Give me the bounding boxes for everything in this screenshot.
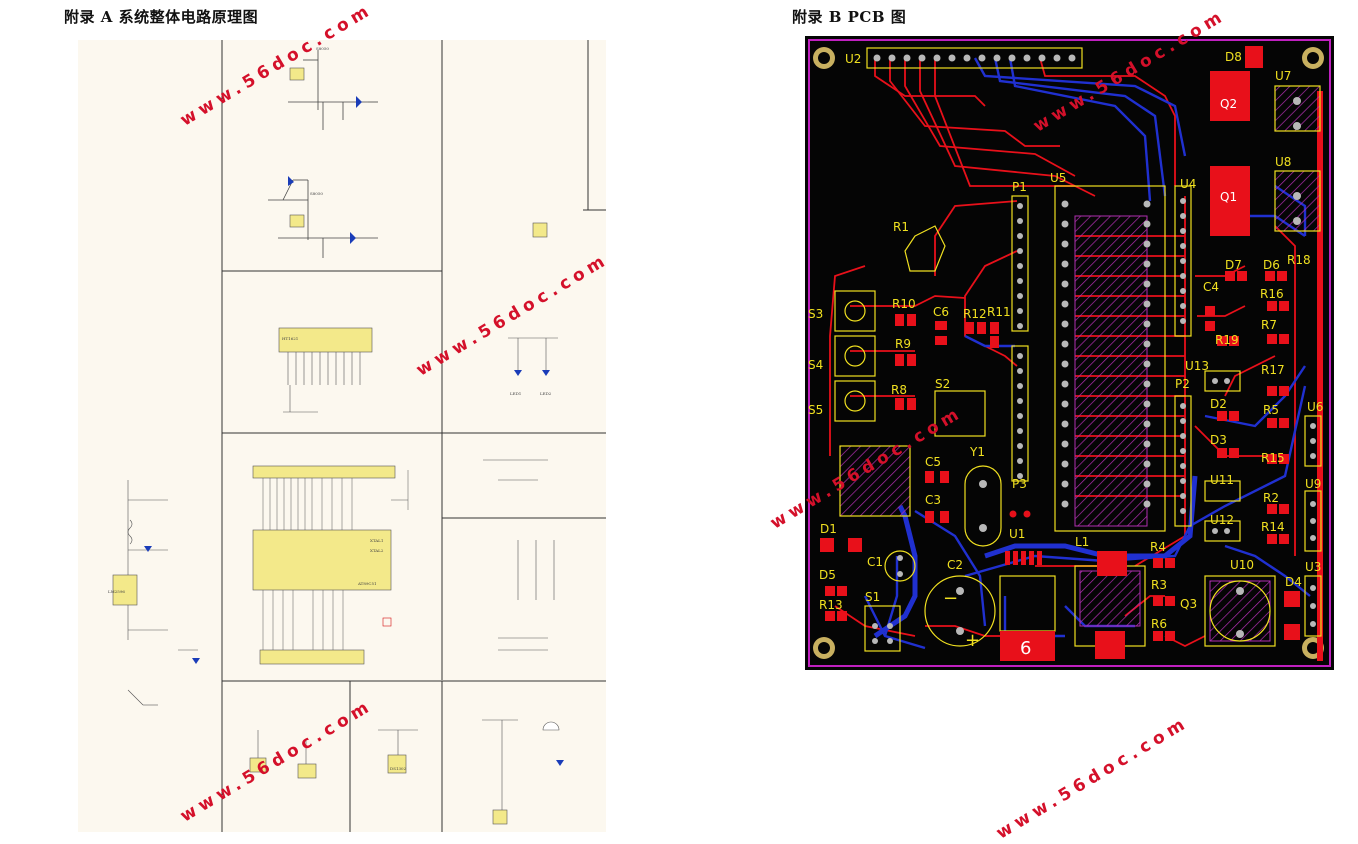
pcb-label: R7 [1261,318,1277,332]
pcb-label: U4 [1180,177,1196,191]
pcb-label: D3 [1210,433,1227,447]
capacitor-polarity-plus: + [965,630,980,651]
pcb-label: Y1 [969,445,985,459]
pcb-label: S2 [935,377,950,391]
pcb-label: C4 [1203,280,1219,294]
pcb-label: R13 [819,598,843,612]
pcb-label: R10 [892,297,916,311]
pcb-label: D7 [1225,258,1242,272]
pcb-label: U12 [1210,513,1234,527]
pcb-label: U6 [1307,400,1323,414]
pcb-label: Q3 [1180,597,1197,611]
pcb-layout-diagram: 6 [805,36,1334,670]
pcb-label: S5 [808,403,823,417]
pcb-label: R14 [1261,520,1285,534]
schematic-label: S8050 [316,46,329,51]
capacitor-polarity-minus: − [943,588,958,609]
pcb-label: L1 [1075,535,1089,549]
pcb-label: R4 [1150,540,1166,554]
pcb-label: Q1 [1220,190,1237,204]
pcb-label: C2 [947,558,963,572]
schematic-label: HT1621 [282,336,298,341]
pcb-label: R6 [1151,617,1167,631]
pcb-label: C3 [925,493,941,507]
pcb-label: D6 [1263,258,1280,272]
schematic-label: XTAL1 [370,538,383,543]
pcb-label: U2 [845,52,861,66]
pcb-label: U1 [1009,527,1025,541]
pcb-label: S1 [865,590,880,604]
pcb-label: S4 [808,358,823,372]
pcb-label: R5 [1263,403,1279,417]
pcb-label: P2 [1175,377,1190,391]
pcb-label: U5 [1050,171,1066,185]
pcb-label: U10 [1230,558,1254,572]
schematic-label: DS1302 [390,766,407,771]
pcb-label: R18 [1287,253,1311,267]
pcb-label: D8 [1225,50,1242,64]
pcb-label: C5 [925,455,941,469]
pcb-label: Q2 [1220,97,1237,111]
schematic-label: XTAL2 [370,548,384,553]
pcb-label: R8 [891,383,907,397]
pcb-label: U13 [1185,359,1209,373]
pcb-label: R11 [987,305,1011,319]
pcb-label: D5 [819,568,836,582]
pcb-label: R16 [1260,287,1284,301]
pcb-label: R9 [895,337,911,351]
pcb-label: R19 [1215,333,1239,347]
pcb-label: C6 [933,305,949,319]
pcb-label: R17 [1261,363,1285,377]
watermark: www.56doc.com [992,712,1193,844]
appendix-b-title: 附录 B PCB 图 [792,8,907,26]
schematic-label: S8050 [310,191,323,196]
pcb-label: P3 [1012,477,1027,491]
pcb-label: U11 [1210,473,1234,487]
system-schematic-diagram: S8050 S8050 HT1621 LED1 LED2 AT89C51 XTA… [78,40,606,832]
pcb-label: R1 [893,220,909,234]
pcb-label: U7 [1275,69,1291,83]
schematic-label: LED2 [540,391,552,396]
schematic-label: LM2596 [108,589,125,594]
pcb-label: D2 [1210,397,1227,411]
pcb-label: C1 [867,555,883,569]
pcb-label: R12 [963,307,987,321]
pcb-label: P1 [1012,180,1027,194]
pcb-label: U3 [1305,560,1321,574]
pcb-label: U8 [1275,155,1291,169]
schematic-label: AT89C51 [357,581,377,586]
pcb-label: D1 [820,522,837,536]
pcb-label: R15 [1261,451,1285,465]
pcb-label: S3 [808,307,823,321]
pcb-label: 6 [1020,638,1031,659]
pcb-label: D4 [1285,575,1302,589]
schematic-label: LED1 [510,391,521,396]
pcb-label: U9 [1305,477,1321,491]
pcb-label: R2 [1263,491,1279,505]
pcb-label: R3 [1151,578,1167,592]
appendix-a-title: 附录 A 系统整体电路原理图 [64,8,259,26]
